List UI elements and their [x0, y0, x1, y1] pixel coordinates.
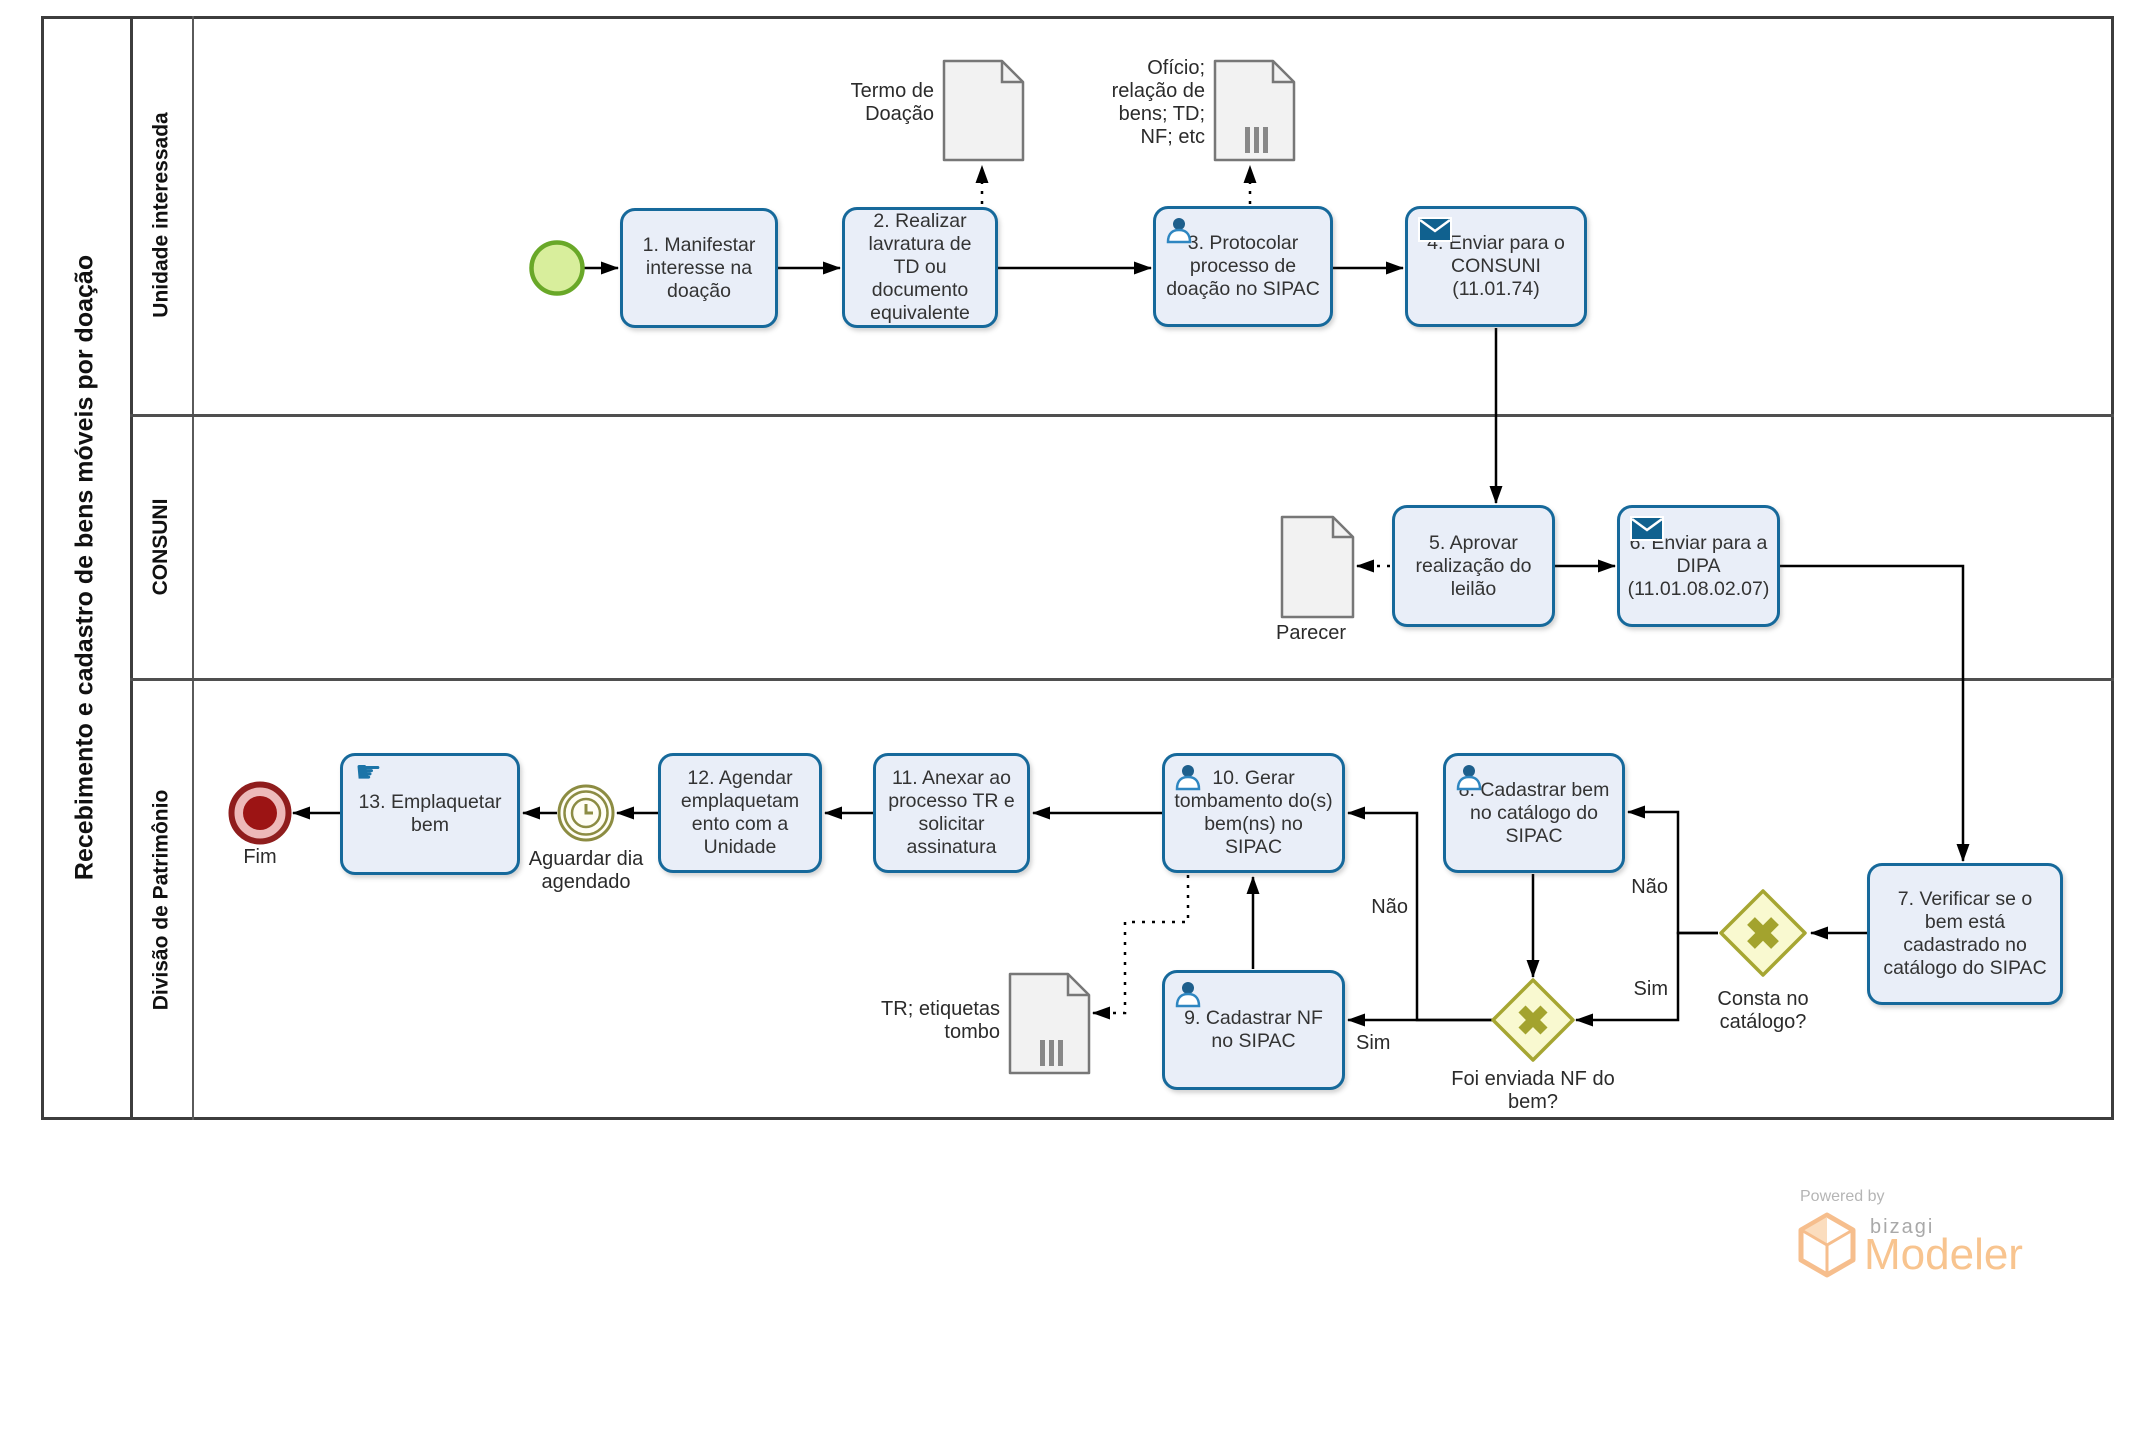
modeler-wordmark: Modeler — [1864, 1230, 2023, 1279]
task-realizar-lavratura[interactable]: 2. Realizar lavratura de TD ou documento… — [842, 207, 998, 328]
gateway-foi-enviada-nf[interactable] — [1489, 976, 1577, 1064]
task-verificar-catalogo[interactable]: 7. Verificar se o bem está cadastrado no… — [1867, 863, 2063, 1005]
envelope-icon — [1630, 516, 1664, 547]
document-termo-doacao[interactable] — [942, 59, 1026, 163]
user-icon — [1173, 762, 1203, 798]
gateway-label: Consta no catálogo? — [1717, 988, 1809, 1033]
powered-by-text: Powered by — [1800, 1188, 1885, 1205]
document-label: Termo de Doação — [850, 80, 934, 125]
envelope-icon — [1418, 217, 1452, 248]
task-cadastrar-bem-catalogo[interactable]: 8. Cadastrar bem no catálogo do SIPAC — [1443, 753, 1625, 873]
timer-label: Aguardar dia agendado — [528, 848, 644, 893]
gateway-label: Foi enviada NF do bem? — [1451, 1068, 1615, 1113]
flow-label-sim: Sim — [1356, 1032, 1391, 1054]
flow-label-nao: Não — [1631, 876, 1668, 898]
flow-label-nao: Não — [1371, 896, 1408, 918]
lane-label-divider — [192, 16, 194, 1120]
task-manifestar-interesse[interactable]: 1. Manifestar interesse na doação — [620, 208, 778, 328]
pool — [41, 16, 2114, 1120]
end-event[interactable] — [227, 780, 293, 846]
timer-event[interactable] — [556, 783, 616, 843]
bizagi-branding: Powered by bizagi Modeler — [1798, 1188, 2118, 1308]
multi-instance-marker — [1245, 127, 1268, 153]
user-icon — [1164, 215, 1194, 251]
task-protocolar-processo[interactable]: 3. Protocolar processo de doação no SIPA… — [1153, 206, 1333, 327]
bizagi-logo-icon — [1798, 1212, 1856, 1283]
user-icon — [1454, 762, 1484, 798]
hand-icon: ☛ — [355, 755, 382, 790]
document-tr-etiquetas[interactable] — [1008, 972, 1092, 1076]
task-anexar-tr[interactable]: 11. Anexar ao processo TR e solicitar as… — [873, 753, 1030, 873]
document-parecer[interactable] — [1280, 515, 1356, 620]
bizagi-wordmark: bizagi — [1870, 1216, 1935, 1238]
document-oficio[interactable] — [1213, 59, 1297, 163]
user-icon — [1173, 979, 1203, 1015]
multi-instance-marker — [1040, 1040, 1063, 1066]
document-label: Ofício; relação de bens; TD; NF; etc — [1111, 57, 1205, 148]
gateway-consta-catalogo[interactable] — [1717, 887, 1809, 979]
pool-title-divider — [130, 16, 133, 1120]
task-enviar-dipa[interactable]: 6. Enviar para a DIPA (11.01.08.02.07) — [1617, 505, 1780, 627]
task-enviar-consuni[interactable]: 4. Enviar para o CONSUNI (11.01.74) — [1405, 206, 1587, 327]
task-gerar-tombamento[interactable]: 10. Gerar tombamento do(s) bem(ns) no SI… — [1162, 753, 1345, 873]
document-label: TR; etiquetas tombo — [881, 998, 1000, 1043]
document-label: Parecer — [1276, 622, 1347, 644]
task-emplaquetar-bem[interactable]: ☛ 13. Emplaquetar bem — [340, 753, 520, 875]
task-agendar-emplaquetamento[interactable]: 12. Agendar emplaquetamento com a Unidad… — [658, 753, 822, 873]
start-event[interactable] — [528, 239, 586, 297]
task-aprovar-leilao[interactable]: 5. Aprovar realização do leilão — [1392, 505, 1555, 627]
end-event-label: Fim — [243, 846, 277, 868]
task-cadastrar-nf[interactable]: 9. Cadastrar NF no SIPAC — [1162, 970, 1345, 1090]
lane-separator-1 — [130, 414, 2114, 417]
flow-label-sim: Sim — [1633, 978, 1668, 1000]
lane-separator-2 — [130, 678, 2114, 681]
